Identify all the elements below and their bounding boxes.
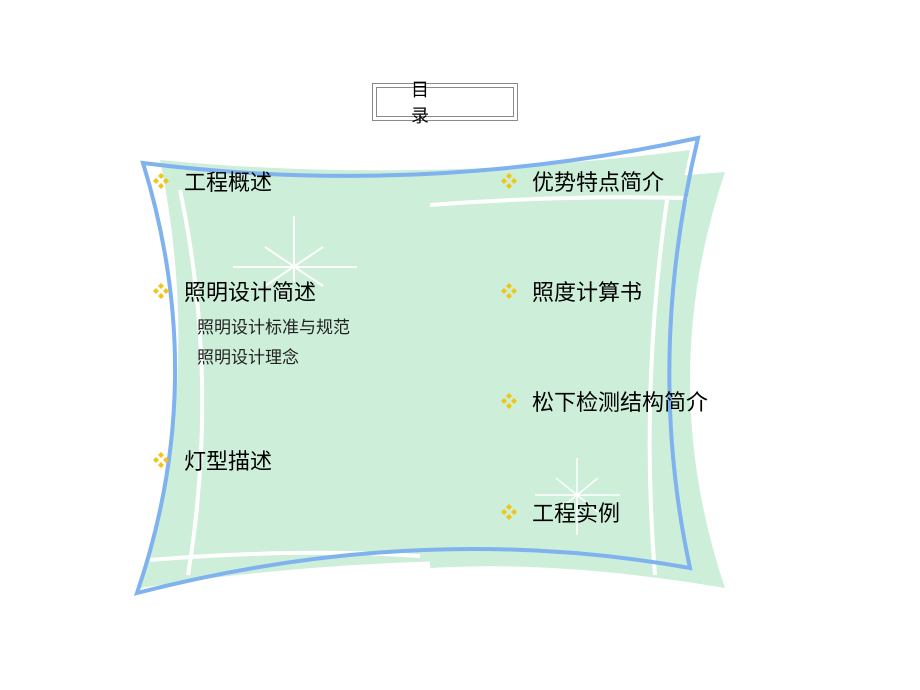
sparkle-icon xyxy=(233,216,357,287)
sparkle-icon xyxy=(535,458,620,535)
toc-item-project-overview[interactable]: 工程概述 xyxy=(150,166,272,196)
toc-subitem-concept[interactable]: 照明设计理念 xyxy=(197,348,299,368)
toc-item-luminaire-description[interactable]: 灯型描述 xyxy=(150,445,272,475)
toc-item-label: 照明设计简述 xyxy=(184,281,317,306)
diamond-bullet-icon xyxy=(501,393,517,409)
diamond-bullet-icon xyxy=(501,283,517,299)
toc-item-label: 灯型描述 xyxy=(184,450,273,475)
diamond-bullet-icon xyxy=(501,173,517,189)
diamond-bullet-icon xyxy=(153,283,169,299)
diamond-bullet-icon xyxy=(153,173,169,189)
title-box: 目录 xyxy=(372,80,518,127)
toc-item-label: 松下检测结构简介 xyxy=(532,391,709,416)
toc-item-project-cases[interactable]: 工程实例 xyxy=(498,497,620,527)
toc-item-illuminance-calculation[interactable]: 照度计算书 xyxy=(498,276,642,306)
toc-subitem-standards[interactable]: 照明设计标准与规范 xyxy=(197,318,350,338)
toc-item-advantages[interactable]: 优势特点简介 xyxy=(498,166,664,196)
diamond-bullet-icon xyxy=(501,504,517,520)
toc-item-label: 工程概述 xyxy=(184,171,273,196)
toc-item-lighting-design[interactable]: 照明设计简述 xyxy=(150,276,316,306)
toc-item-label: 优势特点简介 xyxy=(532,171,665,196)
toc-item-label: 照度计算书 xyxy=(532,281,643,306)
page-title: 目录 xyxy=(411,80,463,127)
toc-item-label: 工程实例 xyxy=(532,502,621,527)
toc-item-panasonic-testing[interactable]: 松下检测结构简介 xyxy=(498,386,708,416)
diamond-bullet-icon xyxy=(153,452,169,468)
